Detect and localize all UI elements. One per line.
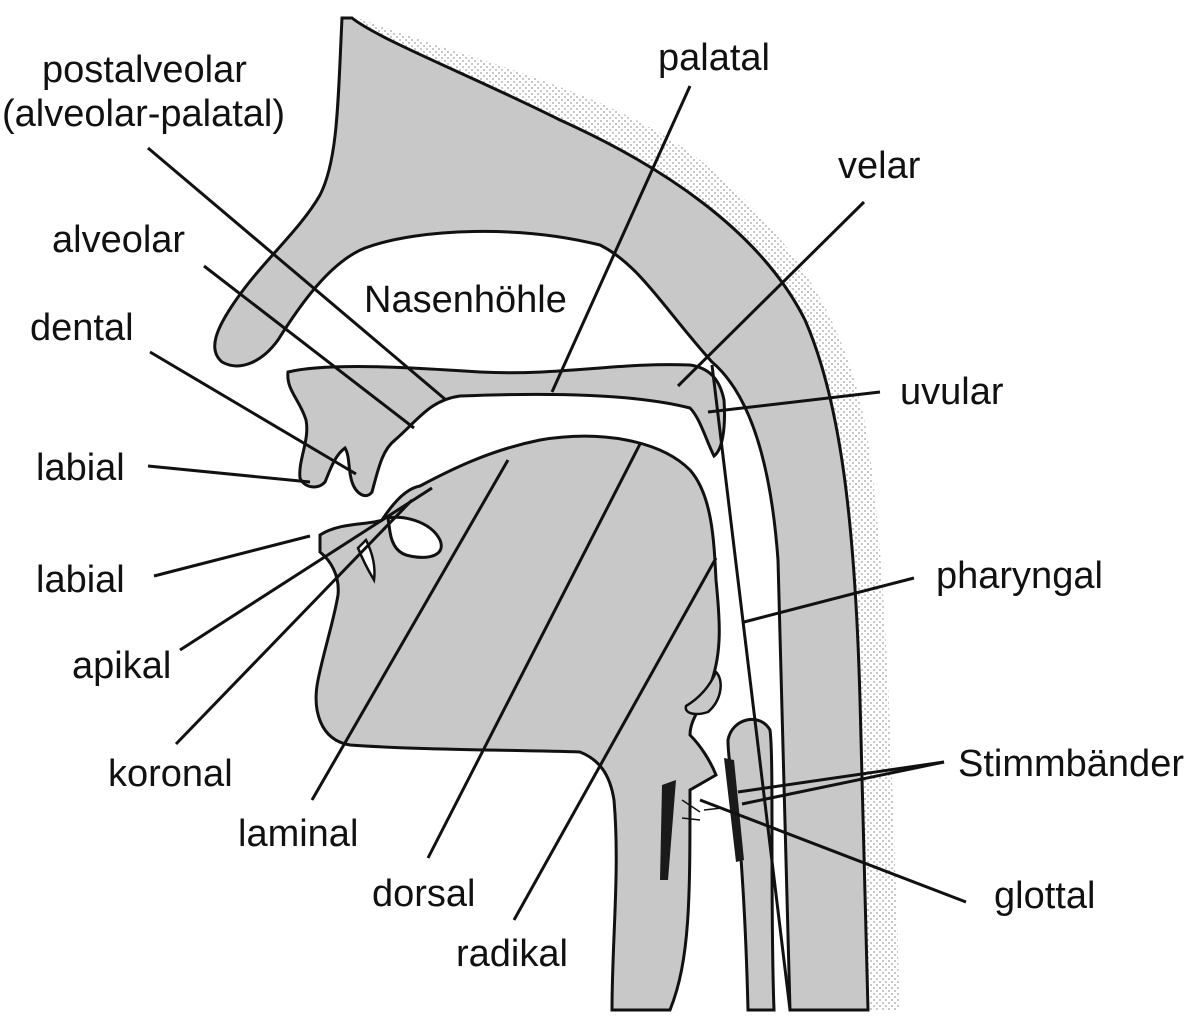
leader-glottal bbox=[699, 798, 967, 904]
leader-pharyngal bbox=[743, 576, 915, 624]
label-labial-lower: labial bbox=[36, 559, 125, 601]
leader-stimmbaender-2 bbox=[741, 760, 945, 806]
tongue-and-lower-jaw bbox=[314, 434, 721, 1012]
label-dorsal: dorsal bbox=[372, 873, 476, 915]
skull-and-back-wall bbox=[213, 16, 870, 1012]
label-dental: dental bbox=[30, 307, 134, 349]
label-postalveolar-alt: (alveolar-palatal) bbox=[2, 93, 286, 135]
leader-stimmbaender-1 bbox=[737, 760, 945, 794]
leader-alveolar bbox=[203, 264, 415, 430]
label-vocal-folds: Stimmbänder bbox=[958, 743, 1184, 785]
label-velar: velar bbox=[838, 145, 921, 187]
label-pharyngal: pharyngal bbox=[936, 555, 1103, 597]
larynx-column bbox=[726, 718, 776, 1012]
label-postalveolar: postalveolar bbox=[42, 49, 247, 91]
lower-teeth bbox=[386, 515, 443, 559]
label-palatal: palatal bbox=[658, 37, 770, 79]
leader-velar bbox=[676, 200, 866, 388]
leader-apikal bbox=[179, 486, 433, 652]
leader-labial-lower bbox=[153, 534, 311, 578]
leader-postalveolar bbox=[147, 146, 447, 402]
label-radikal: radikal bbox=[456, 933, 568, 975]
hard-palate bbox=[286, 363, 726, 498]
leader-radikal bbox=[512, 557, 718, 921]
leader-uvular bbox=[707, 390, 881, 414]
leader-labial-upper bbox=[147, 464, 311, 484]
leader-dental bbox=[149, 350, 357, 476]
label-alveolar: alveolar bbox=[52, 219, 186, 261]
leader-koronal bbox=[174, 498, 414, 746]
vocal-fold-front bbox=[660, 780, 676, 880]
label-uvular: uvular bbox=[900, 371, 1004, 413]
label-apikal: apikal bbox=[72, 645, 172, 687]
label-glottal: glottal bbox=[994, 875, 1096, 917]
label-labial-upper: labial bbox=[36, 447, 125, 489]
label-koronal: koronal bbox=[108, 753, 233, 795]
leader-palatal bbox=[550, 85, 692, 393]
epiglottis bbox=[684, 669, 722, 716]
label-laminal: laminal bbox=[238, 813, 359, 855]
label-nasal-cavity: Nasenhöhle bbox=[364, 279, 567, 321]
leader-laminal bbox=[310, 459, 510, 801]
vocal-fold-back bbox=[724, 758, 744, 862]
pharynx-back-wall-line bbox=[710, 364, 792, 1011]
leader-dorsal bbox=[426, 443, 642, 859]
